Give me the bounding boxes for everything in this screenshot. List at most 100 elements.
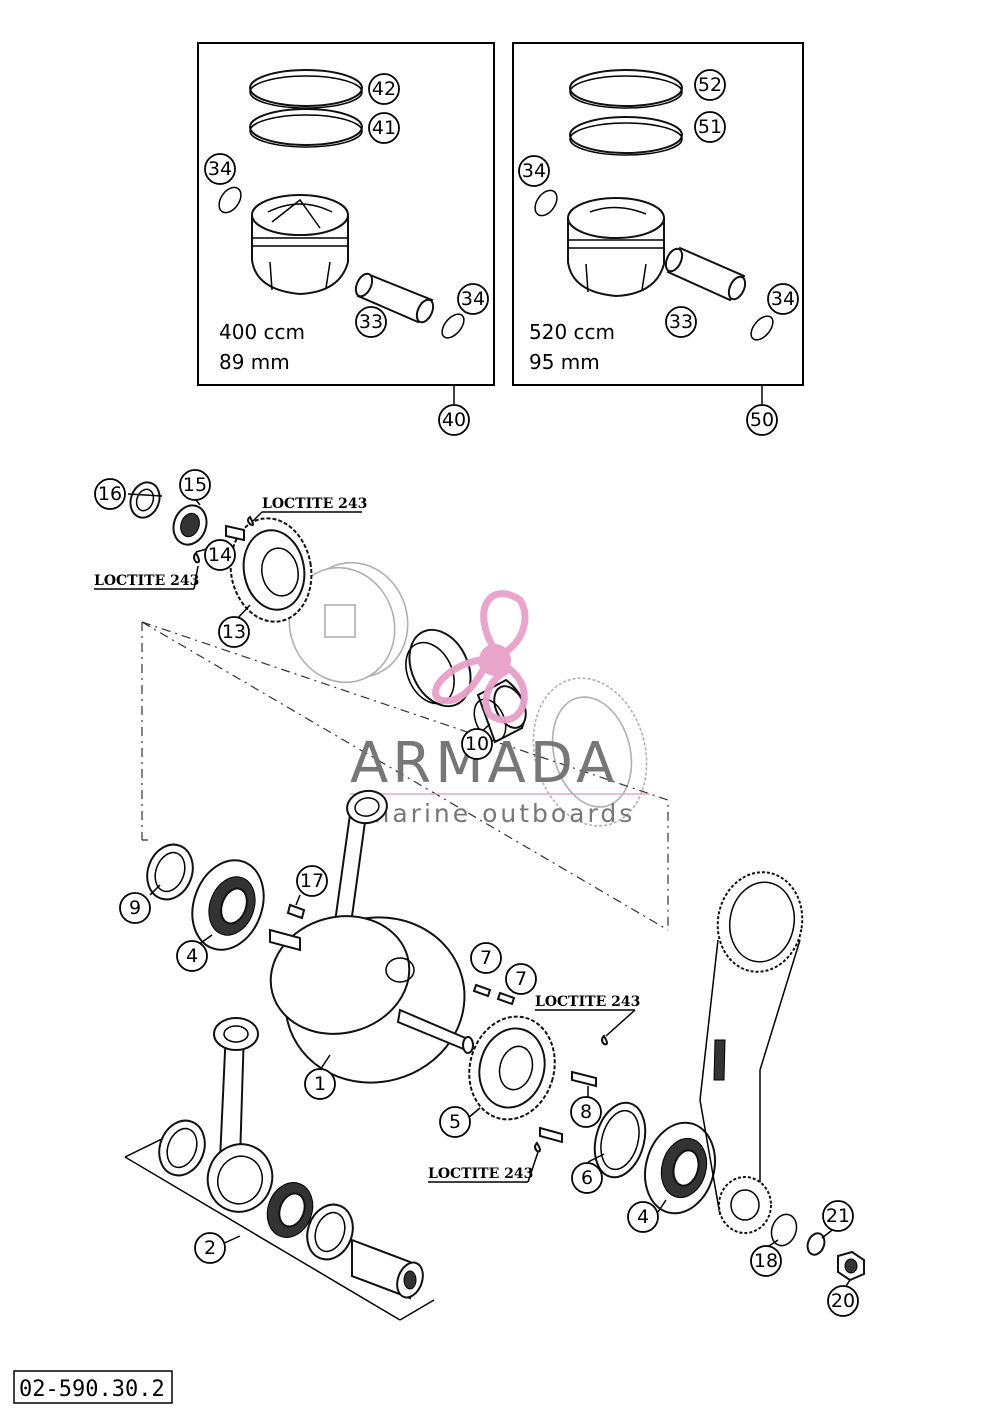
watermark-tagline: marine outboards — [365, 799, 635, 828]
piston-ring-top — [249, 69, 363, 107]
callout-7: 7 — [470, 942, 502, 974]
svg-text:LOCTITE 243: LOCTITE 243 — [94, 573, 199, 589]
callout-18: 18 — [750, 1245, 782, 1277]
callout-14: 14 — [204, 539, 236, 571]
svg-text:21: 21 — [826, 1205, 850, 1227]
balancer-seal-17 — [129, 481, 161, 519]
callout-34: 34 — [457, 283, 489, 315]
svg-text:13: 13 — [222, 621, 246, 643]
document-id: 02-590.30.2 — [13, 1370, 173, 1404]
loctite-note: LOCTITE 243 — [94, 565, 199, 590]
piston-pin — [664, 246, 747, 302]
needle-cage — [408, 628, 472, 708]
piston-ring-top — [569, 69, 683, 107]
svg-text:34: 34 — [771, 288, 795, 310]
svg-text:52: 52 — [698, 74, 722, 96]
piston-pin — [354, 272, 435, 324]
callout-1: 1 — [304, 1068, 336, 1100]
callout-4: 4 — [176, 940, 208, 972]
bore-label: 89 mm — [219, 350, 290, 374]
callout-7: 7 — [505, 963, 537, 995]
svg-text:20: 20 — [831, 1290, 855, 1312]
callout-4: 4 — [627, 1201, 659, 1233]
balancer-ghost-parts — [288, 561, 648, 827]
svg-text:34: 34 — [208, 158, 232, 180]
callout-2: 2 — [194, 1232, 226, 1264]
main-bearing-4 — [644, 1121, 716, 1215]
callout-33: 33 — [355, 306, 387, 338]
callout-10: 10 — [461, 728, 493, 760]
shim-6 — [593, 1101, 647, 1179]
svg-text:7: 7 — [480, 947, 492, 969]
svg-text:8: 8 — [580, 1101, 592, 1123]
callout-40: 40 — [438, 404, 470, 436]
callout-13: 13 — [218, 616, 250, 648]
circlip-18 — [770, 1213, 798, 1247]
bearing-15 — [172, 504, 208, 546]
callout-21: 21 — [822, 1200, 854, 1232]
piston-pin-clip — [441, 313, 465, 339]
connecting-rod-kit — [124, 1017, 435, 1321]
callout-6: 6 — [571, 1162, 603, 1194]
displacement-label: 400 ccm — [219, 320, 305, 344]
piston-520 — [567, 197, 665, 298]
screw-8 — [571, 1070, 597, 1088]
callout-8: 8 — [570, 1096, 602, 1128]
balancer-gear-13 — [229, 517, 313, 623]
main-bearing-4 — [191, 859, 265, 951]
svg-text:2: 2 — [204, 1237, 216, 1259]
callout-51: 51 — [694, 111, 726, 143]
loctite-note: LOCTITE 243 — [251, 496, 367, 523]
loctite-note: LOCTITE 243 — [535, 994, 640, 1037]
propeller-icon — [432, 590, 529, 724]
svg-text:41: 41 — [372, 117, 396, 139]
timing-chain-sprocket — [699, 871, 804, 1234]
svg-text:40: 40 — [442, 409, 466, 431]
piston-400 — [251, 194, 349, 296]
svg-text:34: 34 — [522, 160, 546, 182]
piston-ring-second — [249, 108, 363, 146]
callout-33: 33 — [665, 306, 697, 338]
piston-kit-400-panel: 400 ccm 89 mm — [197, 42, 495, 404]
loctite-drop — [193, 551, 200, 564]
callout-20: 20 — [827, 1285, 859, 1317]
callout-52: 52 — [694, 69, 726, 101]
svg-text:10: 10 — [465, 733, 489, 755]
svg-text:51: 51 — [698, 116, 722, 138]
piston-pin-clip — [218, 186, 242, 214]
svg-text:LOCTITE 243: LOCTITE 243 — [535, 994, 640, 1010]
assembly-guide-line — [141, 621, 669, 930]
callout-41: 41 — [368, 112, 400, 144]
bore-label: 95 mm — [529, 350, 600, 374]
screw — [225, 524, 245, 542]
svg-text:5: 5 — [449, 1111, 461, 1133]
svg-text:42: 42 — [372, 78, 396, 100]
crankshaft — [269, 789, 474, 1084]
piston-kit-520-panel: 520 ccm 95 mm — [512, 42, 804, 404]
loctite-note: LOCTITE 243 — [428, 1151, 539, 1183]
displacement-label: 520 ccm — [529, 320, 615, 344]
svg-text:33: 33 — [669, 311, 693, 333]
oil-seal-9 — [146, 843, 194, 901]
callout-34: 34 — [767, 283, 799, 315]
piston-pin-clip — [534, 189, 558, 217]
callout-34: 34 — [518, 155, 550, 187]
crankshaft-gear-5 — [468, 1015, 556, 1121]
svg-text:4: 4 — [186, 945, 198, 967]
svg-text:9: 9 — [129, 897, 141, 919]
loctite-drop — [534, 1141, 541, 1153]
svg-text:17: 17 — [300, 870, 324, 892]
loctite-drop — [601, 1034, 608, 1046]
svg-text:50: 50 — [750, 409, 774, 431]
svg-text:LOCTITE 243: LOCTITE 243 — [262, 496, 367, 512]
svg-text:7: 7 — [515, 968, 527, 990]
callout-16: 17 — [296, 865, 328, 897]
callout-34: 34 — [204, 153, 236, 185]
svg-text:4: 4 — [637, 1206, 649, 1228]
callout-5: 5 — [439, 1106, 471, 1138]
svg-text:1: 1 — [314, 1073, 326, 1095]
screw — [539, 1126, 563, 1144]
callout-9: 9 — [119, 892, 151, 924]
svg-text:02-590.30.2: 02-590.30.2 — [19, 1377, 165, 1402]
